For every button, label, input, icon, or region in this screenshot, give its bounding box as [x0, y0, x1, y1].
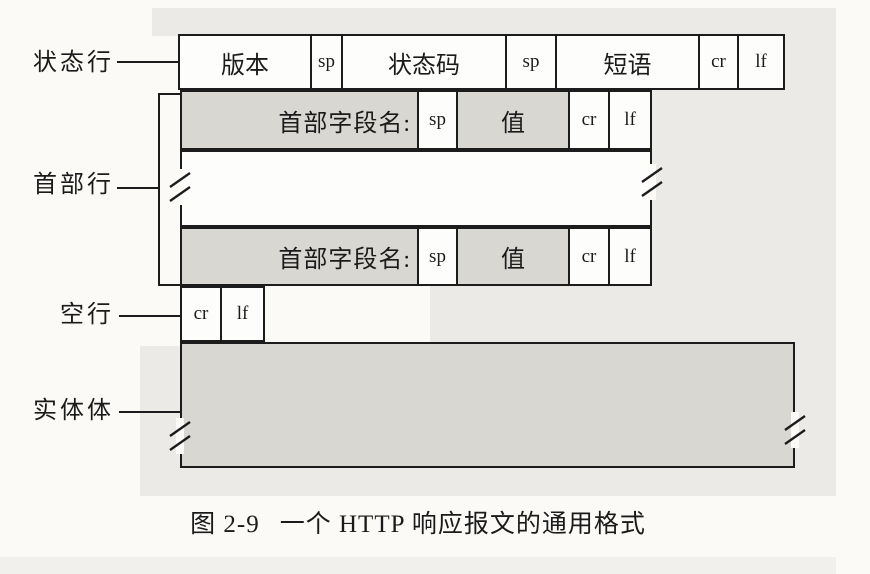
cell-sp-2: sp: [507, 36, 557, 88]
cell-sp: sp: [419, 92, 458, 148]
cell-lf: lf: [222, 288, 263, 340]
entity-body-box: [180, 342, 795, 468]
connector-entity-body: [119, 411, 180, 413]
label-blank-line: 空行: [60, 302, 114, 328]
cell-sp-1: sp: [312, 36, 343, 88]
connector-blank-line: [119, 315, 180, 317]
header-lines-bracket: [158, 93, 180, 286]
cell-lf: lf: [610, 229, 650, 284]
break-mark-icon: [784, 412, 806, 448]
label-entity-body: 实体体: [33, 398, 114, 424]
scan-shade-strip: [0, 557, 836, 574]
caption-text: 一个 HTTP 响应报文的通用格式: [279, 511, 646, 538]
cell-cr: cr: [570, 92, 610, 148]
cell-version: 版本: [180, 36, 312, 88]
cell-sp: sp: [419, 229, 458, 284]
connector-header-lines: [117, 187, 158, 189]
break-mark-icon: [169, 418, 191, 454]
label-header-lines: 首部行: [33, 172, 114, 198]
figure-caption: 图 2-9 一个 HTTP 响应报文的通用格式: [0, 504, 836, 540]
label-status-line: 状态行: [33, 50, 114, 76]
connector-status-line: [117, 61, 178, 63]
break-mark-icon: [169, 169, 191, 205]
cell-value: 值: [458, 229, 570, 284]
header-row-2: 首部字段名: sp 值 cr lf: [180, 227, 652, 286]
header-continuation-box: [180, 150, 652, 227]
scan-shade-top: [152, 8, 836, 36]
caption-number: 图 2-9: [190, 511, 260, 538]
cell-header-field-name: 首部字段名:: [182, 92, 419, 148]
blank-line-row: cr lf: [180, 286, 265, 342]
cell-phrase: 短语: [557, 36, 700, 88]
cell-value: 值: [458, 92, 570, 148]
cell-cr: cr: [570, 229, 610, 284]
break-mark-icon: [641, 164, 663, 200]
cell-lf: lf: [610, 92, 650, 148]
cell-lf: lf: [739, 36, 783, 88]
status-line-row: 版本 sp 状态码 sp 短语 cr lf: [178, 34, 785, 90]
cell-cr: cr: [182, 288, 222, 340]
cell-status-code: 状态码: [343, 36, 507, 88]
cell-header-field-name: 首部字段名:: [182, 229, 419, 284]
header-row-1: 首部字段名: sp 值 cr lf: [180, 90, 652, 150]
cell-cr: cr: [700, 36, 739, 88]
